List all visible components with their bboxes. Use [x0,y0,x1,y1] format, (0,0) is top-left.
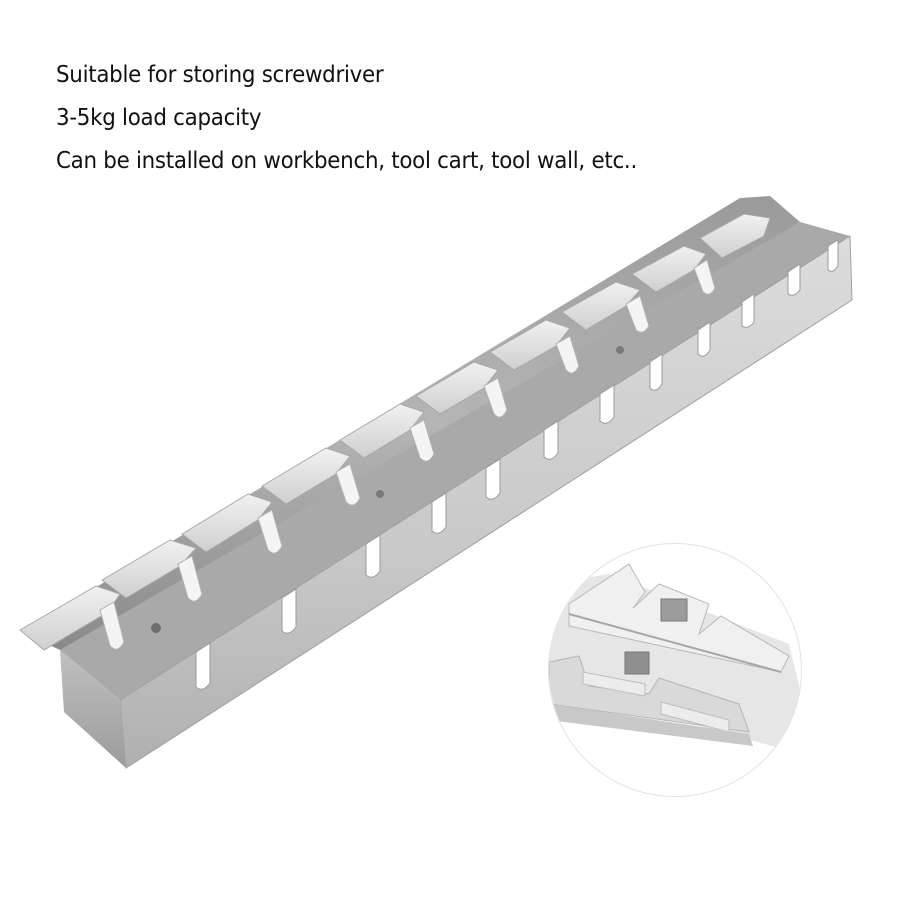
detail-image-slots [549,563,801,754]
detail-inset-circle [548,543,802,797]
rack-rear-tabs [19,213,771,651]
feature-list: Suitable for storing screwdriver 3-5kg l… [56,54,681,183]
feature-installation: Can be installed on workbench, tool cart… [56,148,637,174]
feature-storing: Suitable for storing screwdriver [56,62,384,88]
rack-slot-fingers [99,259,716,650]
rack-front-wall [60,235,853,769]
feature-load-capacity: 3-5kg load capacity [56,105,262,131]
rack-channel-floor [60,222,850,700]
